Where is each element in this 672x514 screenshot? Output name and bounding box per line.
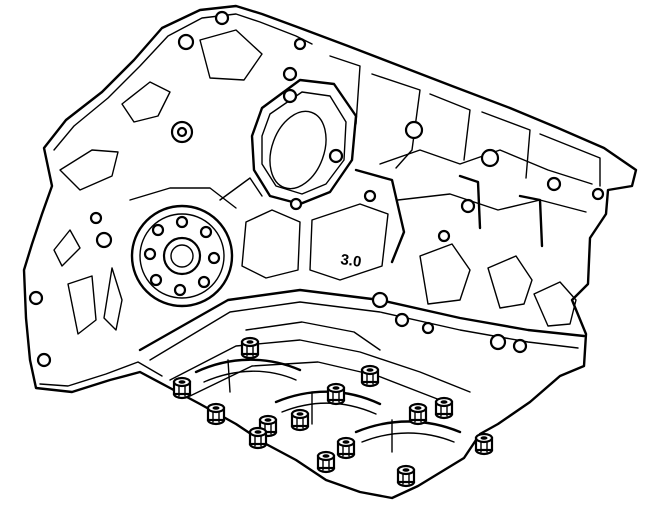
flange-bolt-hole xyxy=(36,352,52,368)
valley-boss xyxy=(591,187,605,201)
cap-bolt xyxy=(316,450,336,474)
cap-bolt xyxy=(408,402,428,426)
main-bearing-area xyxy=(169,321,471,453)
dowel-hole xyxy=(177,33,195,51)
cap-bolt xyxy=(172,376,192,400)
flange-bolt-hole xyxy=(28,290,44,306)
cap-bolt xyxy=(396,464,416,488)
flange-bolt-hole xyxy=(89,211,103,225)
flange-bolt-hole xyxy=(95,231,113,249)
dowel-hole xyxy=(282,66,298,82)
drain-boss xyxy=(489,333,507,351)
main-bearing-saddle xyxy=(354,420,462,434)
cap-bolt xyxy=(474,432,494,456)
drain-boss xyxy=(421,321,435,335)
dowel-hole xyxy=(293,37,307,51)
cap-bolt xyxy=(336,436,356,460)
cap-bolt xyxy=(240,336,260,360)
head-bolt-hole xyxy=(328,148,344,164)
dowel-hole xyxy=(214,10,230,26)
crankshaft-flange-boss xyxy=(130,204,234,308)
oil-gallery-plug-center xyxy=(176,126,188,138)
flange-bolt-circle xyxy=(143,215,221,297)
drain-boss xyxy=(394,312,410,328)
cylinder-bank: 3.0 xyxy=(241,55,605,354)
main-cap-bolts xyxy=(172,336,494,488)
drain-boss xyxy=(371,291,389,309)
crankshaft-bore xyxy=(162,236,202,276)
valley-boss xyxy=(437,229,451,243)
valley-boss xyxy=(404,120,424,140)
valley-boss xyxy=(460,198,476,214)
head-bolt-hole xyxy=(289,197,303,211)
valley-boss xyxy=(480,148,500,168)
front-face xyxy=(28,10,307,368)
main-bearing-saddle xyxy=(194,358,302,374)
head-bolt-hole xyxy=(282,88,298,104)
casting-mark: 3.0 xyxy=(339,251,362,271)
valley-boss xyxy=(546,176,562,192)
cap-bolt xyxy=(290,408,310,432)
cap-bolt xyxy=(326,382,346,406)
valley-boss xyxy=(363,189,377,203)
drain-boss xyxy=(512,338,528,354)
cap-bolt xyxy=(248,426,268,450)
cap-bolt xyxy=(434,396,454,420)
block-outline xyxy=(22,4,638,500)
cap-bolt xyxy=(360,364,380,388)
cap-bolt xyxy=(206,402,226,426)
